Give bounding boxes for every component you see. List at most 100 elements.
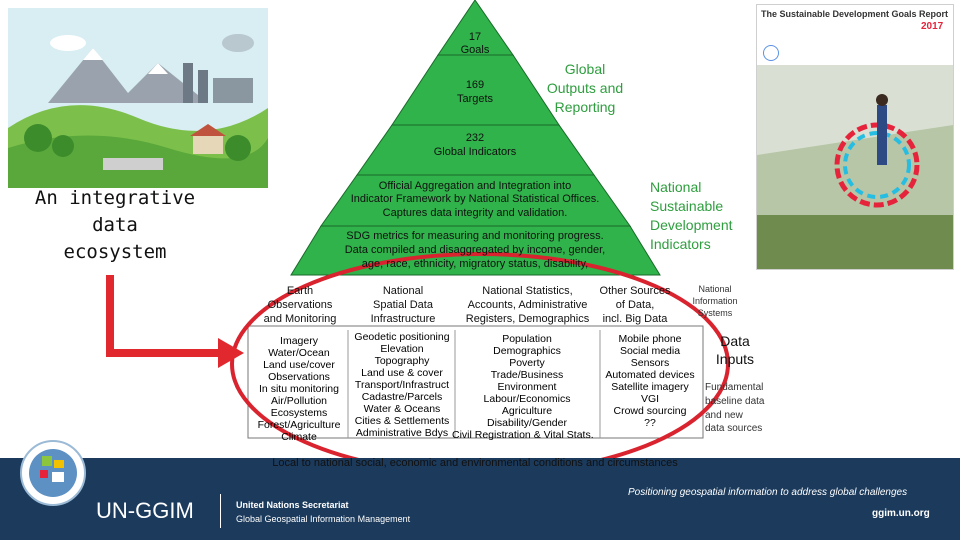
global-outputs-line1: Global [564,61,606,77]
list-item: Water & Oceans [363,403,441,415]
fundamental-line3: and new [705,410,743,421]
eco-city-illustration [8,8,268,188]
list-item: Satellite imagery [611,381,689,393]
list-item: Cities & Settlements [354,415,450,427]
report-cover: The Sustainable Development Goals Report… [756,4,954,270]
list-item: Land use/cover [263,359,335,371]
list-item: Sensors [630,357,670,369]
tier-indicators-number: 232 [465,132,485,144]
column-spatial-data: Geodetic positioning Elevation Topograph… [348,331,456,439]
list-item: Demographics [493,345,561,357]
tier-aggregation-line1: Official Aggregation and Integration int… [378,180,572,192]
tier-aggregation-line2: Indicator Framework by National Statisti… [350,193,600,205]
report-title: The Sustainable Development Goals Report [761,9,949,19]
footer-subtitle: Global Geospatial Information Management [236,514,411,524]
tier-metrics-line1: SDG metrics for measuring and monitoring… [346,230,604,242]
nis-line2: Information [692,296,738,306]
tier-goals-label: Goals [460,44,490,56]
ecosystem-label-line1: An integrative [34,187,196,209]
list-item: Trade/Business [490,369,564,381]
arrow-line [106,275,218,357]
nis-line1: National [698,284,732,294]
list-item: Observations [268,371,330,383]
category-earth-line2: Observations [267,299,333,311]
list-item: Population [502,333,552,345]
list-item: Labour/Economics [483,393,571,405]
category-other-line3: incl. Big Data [602,313,668,325]
list-item: Automated devices [605,369,695,381]
list-item: Air/Pollution [270,395,328,407]
national-indicators-line1: National [650,179,702,195]
list-item: Topography [374,355,430,367]
list-item: Transport/Infrastruct [354,379,450,391]
footer-divider [220,494,221,528]
list-item: Agriculture [501,405,553,417]
ecosystem-label-line2: data [92,214,138,236]
list-item: Geodetic positioning [354,331,450,343]
footer [0,458,960,540]
list-item: Crowd sourcing [613,405,687,417]
column-statistics: Population Demographics Poverty Trade/Bu… [452,333,602,441]
category-statistics-line2: Accounts, Administrative [467,299,588,311]
nis-line3: Systems [697,308,733,318]
globe-logo-icon [20,440,86,506]
category-statistics-line3: Registers, Demographics [465,313,590,325]
global-outputs-line3: Reporting [554,99,616,115]
arrow-head-icon [218,338,244,368]
list-item: Environment [497,381,557,393]
footer-url[interactable]: ggim.un.org [872,508,930,519]
category-earth-line1: Earth [286,285,314,297]
global-outputs-line2: Outputs and [546,80,624,96]
footer-logo-text: UN-GGIM [96,498,194,523]
tier-metrics-line2: Data compiled and disaggregated by incom… [344,244,606,256]
greenhouse-photo [757,65,953,269]
list-item: In situ monitoring [259,383,339,395]
list-item: Disability/Gender [487,417,567,429]
list-item: Elevation [380,343,424,355]
list-item: Cadastre/Parcels [361,391,443,403]
tier-indicators-label: Global Indicators [433,146,517,158]
national-indicators-line3: Development [650,217,733,233]
list-item: Water/Ocean [268,347,330,359]
un-emblem-icon [763,45,779,61]
tier-targets-label: Targets [456,93,494,105]
tier-aggregation-line3: Captures data integrity and validation. [382,207,568,219]
list-item: Social media [619,345,681,357]
list-item: Civil Registration & Vital Stats. [452,429,594,441]
column-earth-observations: Imagery Water/Ocean Land use/cover Obser… [250,335,348,443]
list-item: VGI [640,393,660,405]
ecosystem-label-line3: ecosystem [63,241,167,263]
tier-goals-number: 17 [468,31,482,43]
national-indicators-line2: Sustainable [650,198,724,214]
category-other-line2: of Data, [615,299,655,311]
list-item: Imagery [280,335,318,347]
tier-targets-number: 169 [465,79,485,91]
national-indicators-line4: Indicators [650,236,711,252]
category-spatial-line1: National [382,285,424,297]
list-item: Forest/Agriculture [257,419,341,431]
list-item: Climate [281,431,317,443]
category-earth-line3: and Monitoring [263,313,337,325]
data-input-box [247,325,704,439]
list-item: Ecosystems [270,407,328,419]
list-item: ?? [644,417,656,429]
category-spatial-line3: Infrastructure [370,313,436,325]
fundamental-line1: Fundamental [705,382,764,393]
list-item: Poverty [509,357,545,369]
local-conditions-text: Local to national social, economic and e… [272,457,678,469]
category-spatial-line2: Spatial Data [373,299,433,311]
column-other-sources: Mobile phone Social media Sensors Automa… [600,333,700,429]
data-inputs-line2: Inputs [715,351,755,367]
fundamental-line4: data sources [705,423,763,434]
fundamental-line2: baseline data [705,396,765,407]
category-other-line1: Other Sources [599,285,671,297]
list-item: Administrative Bdys [355,427,449,439]
category-statistics-line1: National Statistics, [482,285,573,297]
list-item: Land use & cover [361,367,443,379]
report-year: 2017 [921,21,944,32]
tier-metrics-line3: age, race, ethnicity, migratory status, … [361,258,589,270]
data-inputs-line1: Data [720,333,750,349]
list-item: Mobile phone [618,333,682,345]
footer-tagline: Positioning geospatial information to ad… [628,487,908,498]
